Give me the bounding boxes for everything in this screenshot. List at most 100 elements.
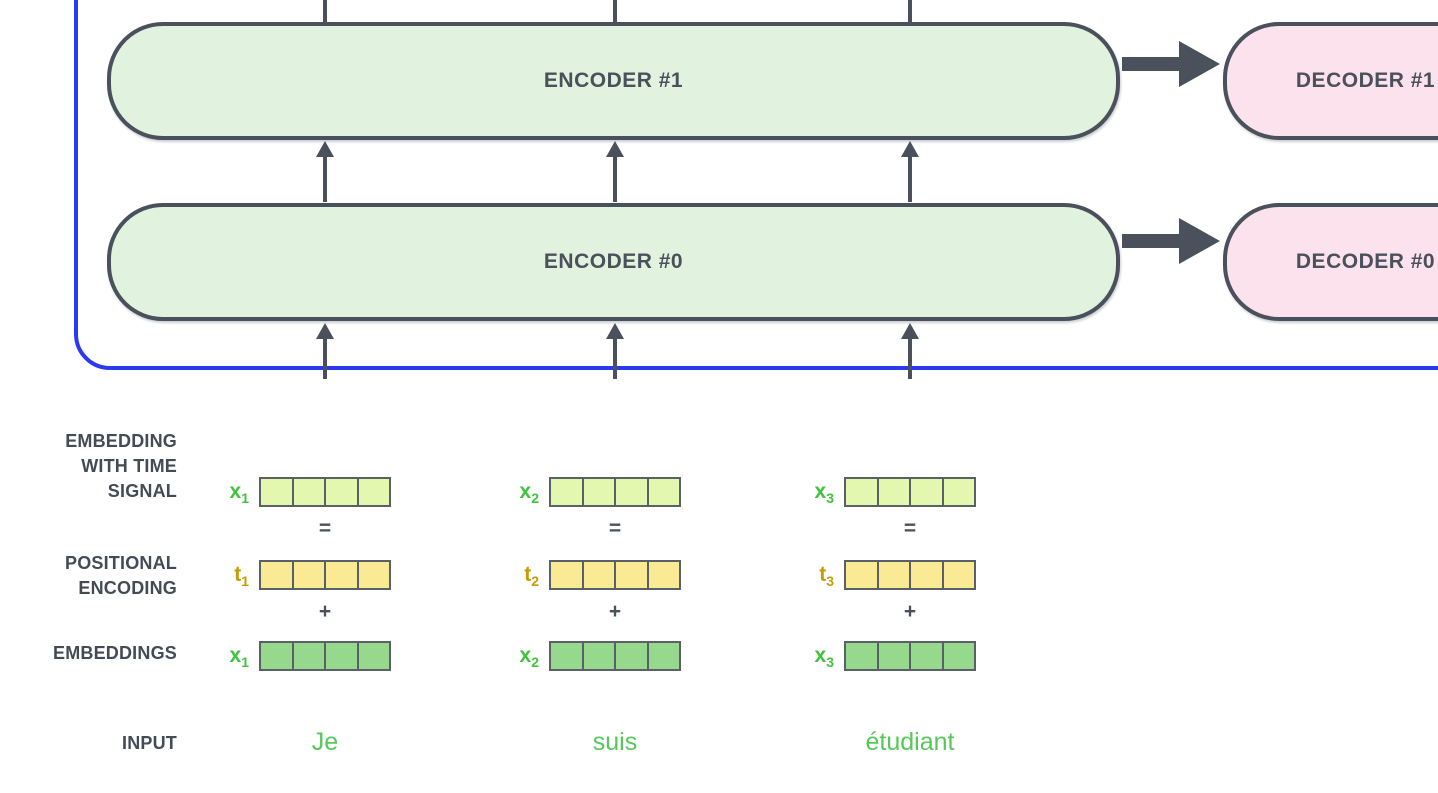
up-arrow-head-icon: [316, 323, 334, 339]
time-signal-vector-label: x3: [786, 477, 834, 507]
vector-label-base: t: [234, 563, 242, 586]
encoder-1-box: ENCODER #1: [107, 22, 1120, 140]
vector-cell: [259, 560, 294, 590]
vector-cell: [876, 641, 911, 671]
encoder-0-box: ENCODER #0: [107, 203, 1120, 321]
time-signal-vector: [259, 477, 391, 507]
time-signal-vector-label: x2: [491, 477, 539, 507]
vector-label-base: t: [524, 563, 532, 586]
encoder-output-arrow-stem: [613, 0, 617, 25]
encoder-to-decoder-arrow-stem: [1122, 57, 1182, 71]
encoder-stack-boundary: [74, 0, 1438, 370]
decoder-1-label: DECODER #1: [1295, 69, 1436, 92]
vector-label-subscript: 3: [826, 573, 834, 590]
vector-cell: [614, 560, 649, 590]
vector-cell: [356, 641, 391, 671]
positional-vector-label: t3: [786, 560, 834, 590]
time-signal-vector-label: x1: [201, 477, 249, 507]
up-arrow-stem: [323, 156, 327, 202]
vector-label-base: x: [814, 644, 827, 667]
vector-label-base: x: [229, 480, 242, 503]
vector-cell: [646, 477, 681, 507]
up-arrow-stem: [613, 156, 617, 202]
embedding-vector: [549, 641, 681, 671]
vector-cell: [646, 560, 681, 590]
vector-label-base: x: [519, 644, 532, 667]
input-word: suis: [592, 728, 638, 756]
encoder-to-decoder-arrow-head-icon: [1179, 41, 1220, 87]
up-arrow-stem: [323, 338, 327, 379]
vector-cell: [844, 641, 879, 671]
vector-label-subscript: 1: [241, 490, 249, 507]
vector-cell: [549, 560, 584, 590]
positional-vector-label: t1: [201, 560, 249, 590]
vector-label-subscript: 3: [826, 654, 834, 671]
positional-encoding-vector: [259, 560, 391, 590]
up-arrow-stem: [613, 338, 617, 379]
vector-cell: [909, 641, 944, 671]
up-arrow-head-icon: [901, 141, 919, 157]
time-signal-vector: [549, 477, 681, 507]
vector-cell: [646, 641, 681, 671]
vector-cell: [259, 641, 294, 671]
vector-label-subscript: 1: [241, 573, 249, 590]
vector-cell: [356, 477, 391, 507]
vector-label-subscript: 2: [531, 654, 539, 671]
positional-encoding-vector: [844, 560, 976, 590]
vector-label-subscript: 3: [826, 490, 834, 507]
up-arrow-head-icon: [901, 323, 919, 339]
vector-cell: [909, 560, 944, 590]
vector-cell: [581, 641, 616, 671]
vector-cell: [291, 641, 326, 671]
embedding-vector-label: x2: [491, 641, 539, 671]
up-arrow-stem: [908, 338, 912, 379]
vector-cell: [844, 560, 879, 590]
decoder-0-label: DECODER #0: [1295, 250, 1436, 273]
vector-cell: [941, 641, 976, 671]
plus-operator: +: [608, 600, 622, 623]
vector-label-base: t: [819, 563, 827, 586]
embedding-vector-label: x3: [786, 641, 834, 671]
vector-cell: [324, 641, 359, 671]
encoder-to-decoder-arrow-stem: [1122, 234, 1182, 248]
vector-cell: [941, 477, 976, 507]
time-signal-vector: [844, 477, 976, 507]
encoder-output-arrow-stem: [908, 0, 912, 25]
row-label-embeddings: EMBEDDINGS: [52, 643, 177, 663]
vector-cell: [909, 477, 944, 507]
decoder-1-box: DECODER #1: [1223, 22, 1438, 140]
up-arrow-stem: [908, 156, 912, 202]
vector-cell: [844, 477, 879, 507]
positional-encoding-vector: [549, 560, 681, 590]
vector-cell: [291, 560, 326, 590]
row-label-embedding-with-time-signal: EMBEDDING WITH TIME SIGNAL: [65, 431, 177, 501]
row-label-input: INPUT: [122, 733, 177, 753]
vector-label-base: x: [814, 480, 827, 503]
vector-label-subscript: 2: [531, 490, 539, 507]
positional-vector-label: t2: [491, 560, 539, 590]
vector-cell: [549, 477, 584, 507]
vector-cell: [876, 477, 911, 507]
vector-cell: [356, 560, 391, 590]
input-word: Je: [311, 728, 339, 756]
up-arrow-head-icon: [606, 323, 624, 339]
encoder-output-arrow-stem: [323, 0, 327, 25]
vector-label-subscript: 1: [241, 654, 249, 671]
vector-cell: [941, 560, 976, 590]
vector-label-base: x: [229, 644, 242, 667]
vector-cell: [876, 560, 911, 590]
input-word: étudiant: [865, 728, 955, 756]
row-label-positional-encoding: POSITIONAL ENCODING: [64, 553, 177, 598]
vector-label-subscript: 2: [531, 573, 539, 590]
vector-cell: [581, 560, 616, 590]
up-arrow-head-icon: [606, 141, 624, 157]
encoder-1-label: ENCODER #1: [543, 69, 684, 92]
equals-operator: =: [903, 517, 917, 540]
vector-cell: [324, 477, 359, 507]
encoder-to-decoder-arrow-head-icon: [1179, 218, 1220, 264]
vector-cell: [614, 641, 649, 671]
plus-operator: +: [318, 600, 332, 623]
vector-cell: [291, 477, 326, 507]
embedding-vector: [259, 641, 391, 671]
